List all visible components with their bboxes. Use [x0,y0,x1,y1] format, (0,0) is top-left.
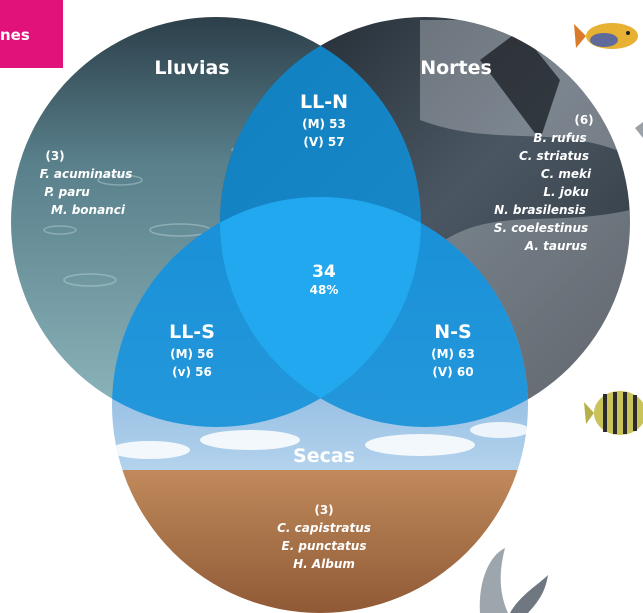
nortes-species-item: S. coelestinus [494,221,588,235]
lluvias-species-item: P. paru [44,185,90,199]
secas-species-item: E. punctatus [282,539,367,553]
yellow-fish-icon [574,23,638,49]
n-s-m-value: (M) 63 [431,347,475,361]
nortes-species-list: (6) B. rufus C. striatus C. meki L. joku… [494,113,594,253]
small-fish-icon [635,122,643,138]
center-percent: 48% [310,283,339,297]
nortes-species-item: C. striatus [519,149,589,163]
lluvias-title: Lluvias [154,57,229,79]
nortes-title: Nortes [420,57,492,79]
nortes-species-item: A. taurus [524,239,587,253]
section-tag [0,0,63,68]
nortes-species-item: B. rufus [533,131,586,145]
secas-species-item: H. Album [293,557,355,571]
striped-fish-icon [584,391,643,435]
ll-n-m-value: (M) 53 [302,117,346,131]
secas-species-list: (3) C. capistratus E. punctatus H. Album [277,503,371,571]
secas-species-item: C. capistratus [277,521,371,535]
ll-s-title: LL-S [169,321,215,343]
center-value: 34 [312,262,336,282]
section-tag-text: nes [0,26,30,44]
ll-n-v-value: (V) 57 [303,135,344,149]
ll-s-m-value: (M) 56 [170,347,214,361]
nortes-count: (6) [574,113,593,127]
secas-title: Secas [293,445,355,467]
lluvias-species-item: M. bonanci [51,203,126,217]
nortes-species-item: N. brasilensis [494,203,586,217]
lluvias-count: (3) [45,149,64,163]
lluvias-species-item: F. acuminatus [40,167,133,181]
nortes-species-item: C. meki [541,167,592,181]
ll-n-title: LL-N [300,91,348,113]
fish-tail-icon [479,548,548,613]
n-s-v-value: (V) 60 [432,365,473,379]
secas-count: (3) [314,503,333,517]
lluvias-species-list: (3) F. acuminatus P. paru M. bonanci [40,149,133,217]
n-s-title: N-S [434,321,471,343]
nortes-species-item: L. joku [543,185,589,199]
ll-s-v-value: (v) 56 [172,365,212,379]
